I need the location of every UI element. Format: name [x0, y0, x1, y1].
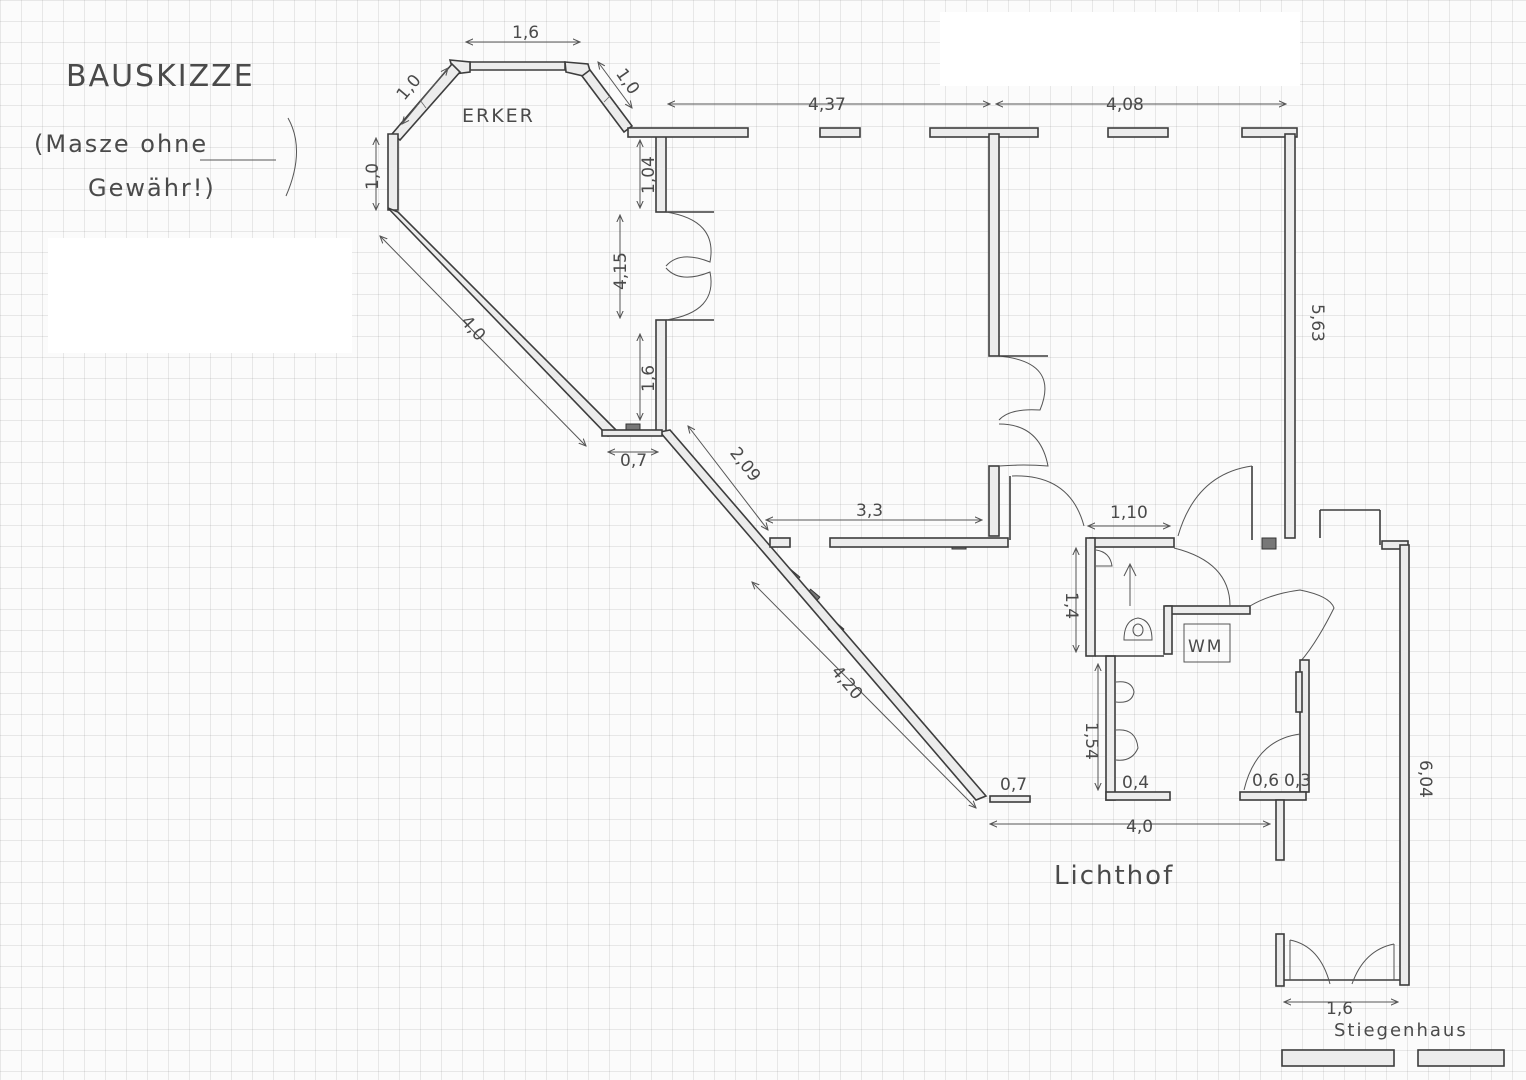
- dim-wall-4-15: 4,15: [611, 252, 631, 290]
- dim-erker-left-diag: 1,0: [393, 71, 426, 105]
- sketch-note-line1: (Masze ohne: [34, 130, 208, 158]
- dim-right-6-04: 6,04: [1415, 760, 1435, 798]
- blank-patch: [940, 12, 1300, 86]
- dim-small-0-4: 0,4: [1122, 773, 1149, 793]
- dim-erker-left: 1,0: [363, 163, 383, 190]
- stairwell-walls: [1275, 509, 1505, 1067]
- dim-room-3-3: 3,3: [856, 501, 883, 521]
- dim-erker-right: 1,04: [639, 156, 659, 194]
- inner-wall-left: [655, 129, 714, 433]
- bathroom: [1085, 537, 1335, 801]
- blank-patch: [48, 238, 352, 353]
- dim-small-0-6: 0,6: [1252, 771, 1279, 791]
- right-wall: [1177, 133, 1296, 540]
- dimension-lines: [376, 42, 1398, 1002]
- dim-bath-1-54: 1,54: [1081, 722, 1101, 760]
- dim-gap-0-7-top: 0,7: [620, 451, 647, 471]
- dim-diag-4-0: 4,0: [456, 312, 489, 345]
- room-bottom-wall: [769, 537, 1009, 548]
- room-label-lichthof: Lichthof: [1054, 861, 1174, 891]
- dim-small-0-3: 0,3: [1284, 771, 1311, 791]
- dim-right-5-63: 5,63: [1307, 304, 1327, 342]
- bath-right-wall: [1239, 659, 1310, 801]
- sketch-note-line2: Gewähr!): [88, 174, 216, 202]
- dim-bottom-4-0: 4,0: [1126, 817, 1153, 837]
- dim-top-4-37: 4,37: [808, 95, 846, 115]
- dim-diag-2-09: 2,09: [725, 444, 764, 486]
- dim-bath-1-10: 1,10: [1110, 503, 1148, 523]
- top-wall: [627, 127, 1298, 138]
- dim-stairs-1-6: 1,6: [1326, 999, 1353, 1019]
- dim-erker-top: 1,6: [512, 23, 539, 43]
- dim-erker-right-diag: 1,0: [611, 65, 643, 99]
- column-markers: [625, 423, 1277, 638]
- lower-diagonal-wall: [601, 429, 988, 801]
- room-label-wm: WM: [1188, 637, 1223, 657]
- room-label-erker: ERKER: [462, 105, 535, 127]
- dim-wall-1-6: 1,6: [639, 365, 659, 392]
- sketch-title: BAUSKIZZE: [66, 59, 255, 94]
- dim-diag-4-20: 4,20: [827, 662, 867, 704]
- middle-wall: [988, 133, 1085, 540]
- room-label-stiegenhaus: Stiegenhaus: [1334, 1020, 1468, 1041]
- dim-bath-1-4: 1,4: [1061, 592, 1081, 619]
- dim-gap-0-7-bottom: 0,7: [1000, 775, 1027, 795]
- bottom-wall: [989, 795, 1031, 803]
- dim-top-4-08: 4,08: [1106, 95, 1144, 115]
